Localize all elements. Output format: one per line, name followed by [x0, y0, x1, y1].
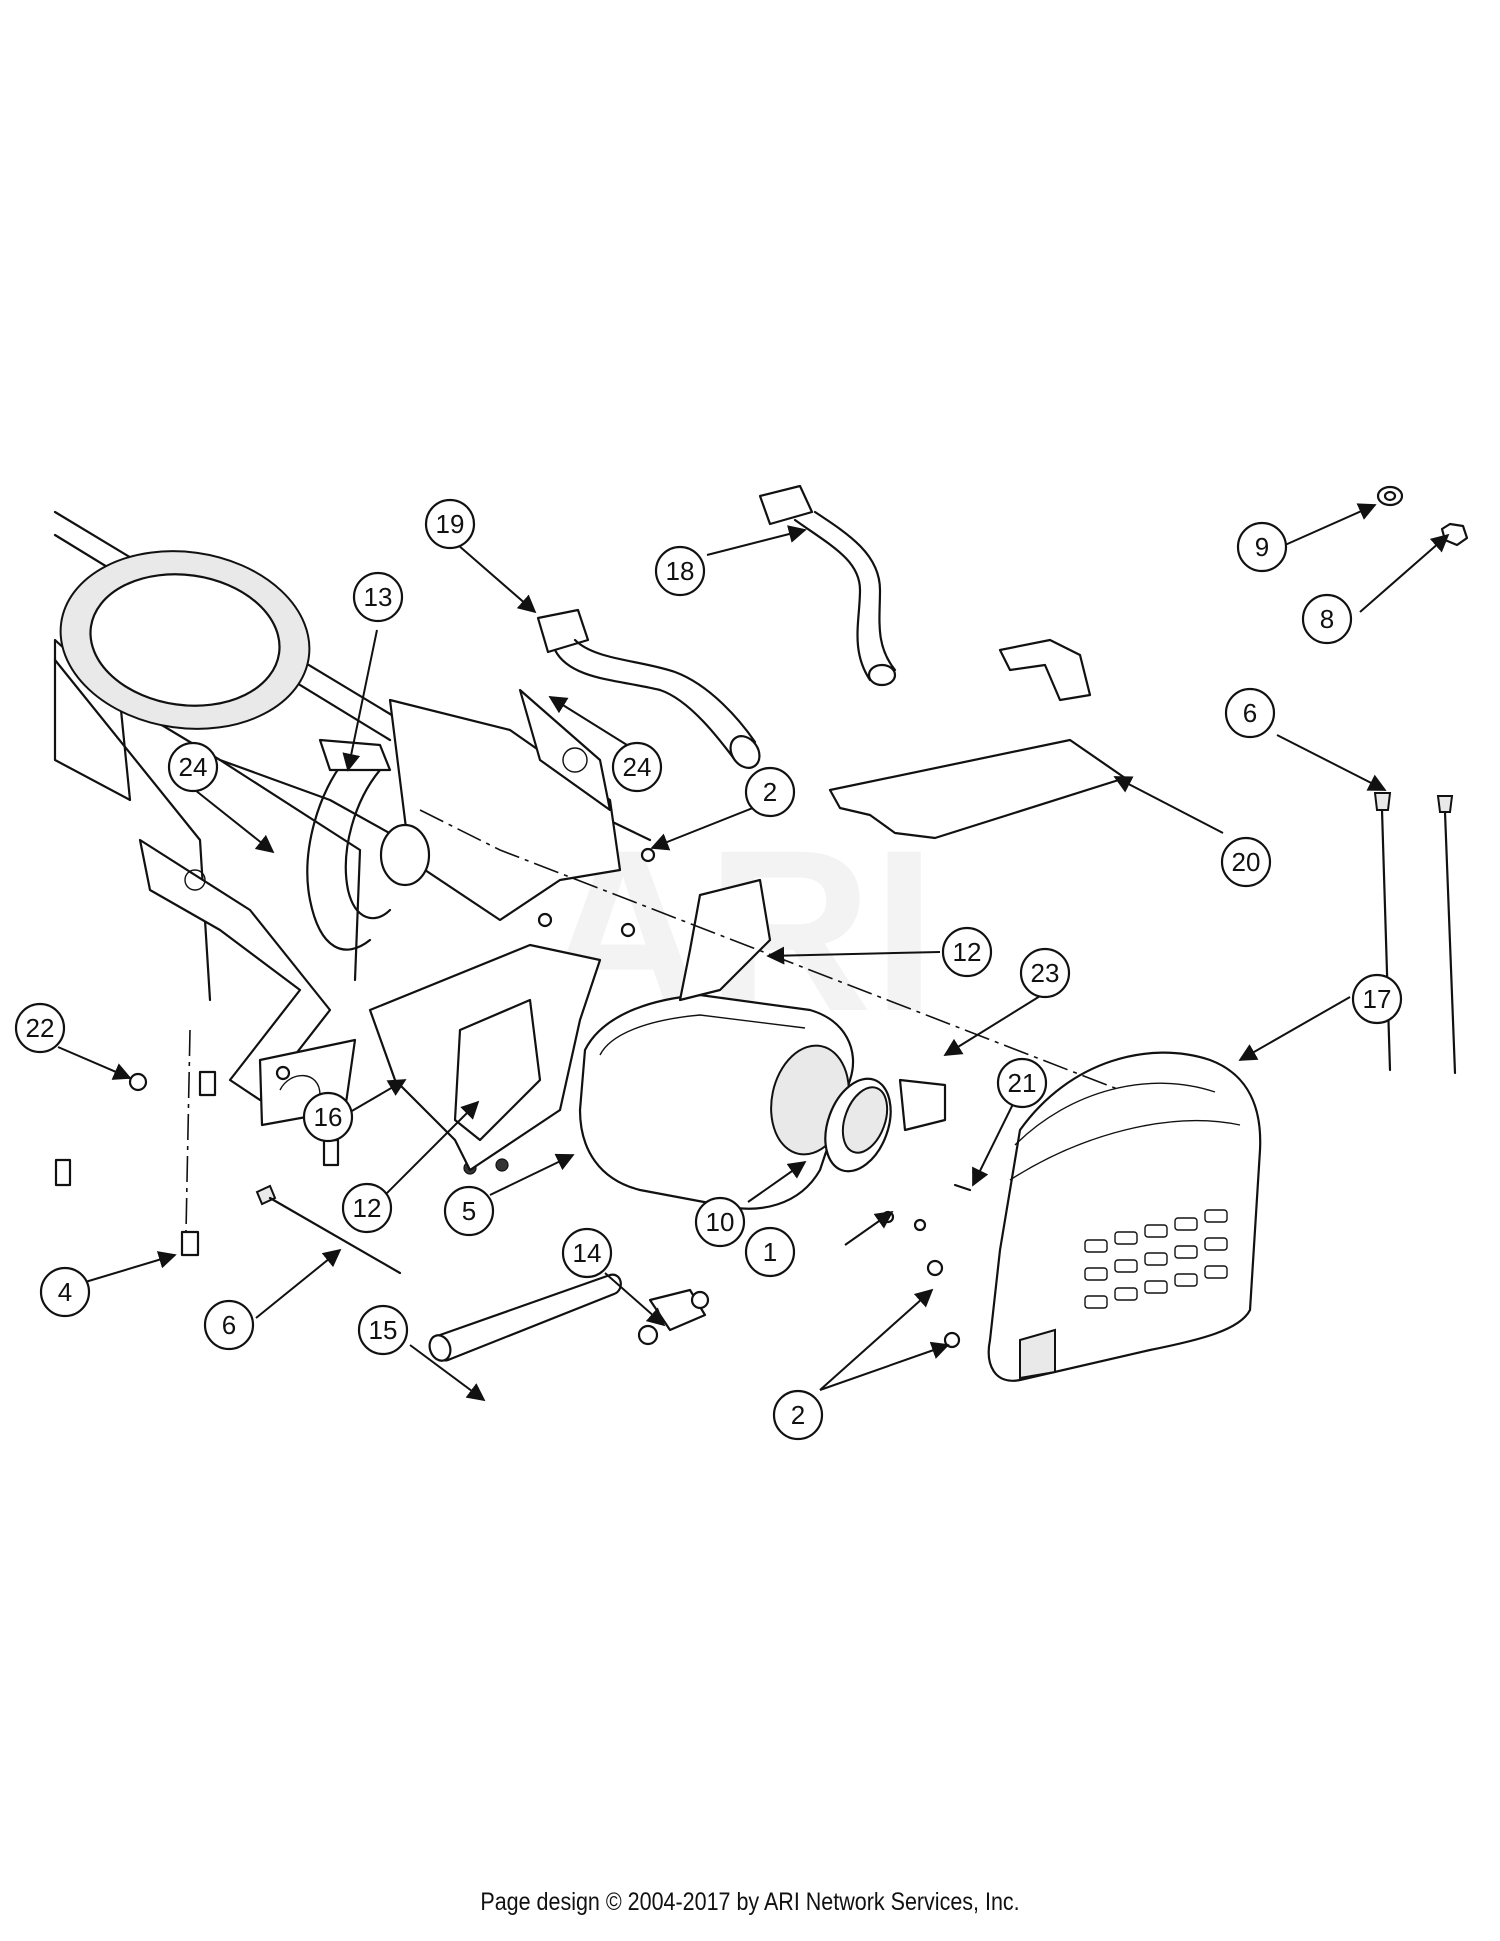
muffler-bracket-right: [678, 878, 772, 1002]
callout-10: 10: [694, 1196, 746, 1248]
svg-text:6: 6: [222, 1310, 236, 1340]
callout-17: 17: [1351, 973, 1403, 1025]
leader-lines: [57, 503, 1450, 1402]
muffler: [578, 993, 855, 1210]
svg-text:24: 24: [623, 752, 652, 782]
svg-text:15: 15: [369, 1315, 398, 1345]
svg-text:13: 13: [364, 582, 393, 612]
svg-text:24: 24: [179, 752, 208, 782]
svg-text:14: 14: [573, 1238, 602, 1268]
callout-8: 8: [1301, 593, 1353, 645]
callout-16: 16: [302, 1091, 354, 1143]
callout-5: 5: [443, 1185, 495, 1237]
callout-2-top: 2: [744, 766, 796, 818]
frame: [53, 510, 652, 1175]
muffler-shroud: [987, 1051, 1262, 1382]
callout-15: 15: [357, 1304, 409, 1356]
exhaust-pipe-18: [758, 484, 897, 687]
hardware: [54, 485, 1469, 1362]
svg-text:17: 17: [1363, 984, 1392, 1014]
alignment-line-1: [419, 809, 1121, 1091]
callout-24-left: 24: [167, 741, 219, 793]
svg-text:5: 5: [462, 1196, 476, 1226]
callout-9: 9: [1236, 521, 1288, 573]
svg-text:6: 6: [1243, 698, 1257, 728]
svg-text:8: 8: [1320, 604, 1334, 634]
heat-deflector-panel: [828, 638, 1127, 840]
shroud-vent-slots: [1084, 1209, 1228, 1309]
svg-text:16: 16: [314, 1102, 343, 1132]
svg-text:20: 20: [1232, 847, 1261, 877]
callout-13: 13: [352, 571, 404, 623]
svg-text:18: 18: [666, 556, 695, 586]
callout-21: 21: [996, 1057, 1048, 1109]
svg-text:10: 10: [706, 1207, 735, 1237]
svg-text:21: 21: [1008, 1068, 1037, 1098]
callout-14: 14: [561, 1227, 613, 1279]
callout-12-left: 12: [341, 1182, 393, 1234]
svg-text:12: 12: [953, 937, 982, 967]
svg-text:9: 9: [1255, 532, 1269, 562]
callout-6-left: 6: [203, 1299, 255, 1351]
callout-24-top: 24: [611, 741, 663, 793]
callout-1: 1: [744, 1226, 796, 1278]
callout-20: 20: [1220, 836, 1272, 888]
alignment-line-2: [185, 1029, 191, 1233]
svg-text:2: 2: [763, 777, 777, 807]
svg-text:2: 2: [791, 1400, 805, 1430]
callout-2-shroud: 2: [772, 1389, 824, 1441]
callout-12-right: 12: [941, 926, 993, 978]
callout-4: 4: [39, 1266, 91, 1318]
svg-text:4: 4: [58, 1277, 72, 1307]
svg-text:12: 12: [353, 1193, 382, 1223]
callout-18: 18: [654, 545, 706, 597]
svg-text:19: 19: [436, 509, 465, 539]
callout-22: 22: [14, 1002, 66, 1054]
exhaust-pipe-19: [536, 608, 761, 769]
spark-arrester: [824, 1077, 947, 1173]
callout-6-right: 6: [1224, 687, 1276, 739]
callout-23: 23: [1019, 947, 1071, 999]
svg-text:23: 23: [1031, 958, 1060, 988]
svg-text:22: 22: [26, 1013, 55, 1043]
callout-19: 19: [424, 498, 476, 550]
page-footer: Page design © 2004-2017 by ARI Network S…: [480, 1888, 1020, 1916]
svg-text:1: 1: [763, 1237, 777, 1267]
